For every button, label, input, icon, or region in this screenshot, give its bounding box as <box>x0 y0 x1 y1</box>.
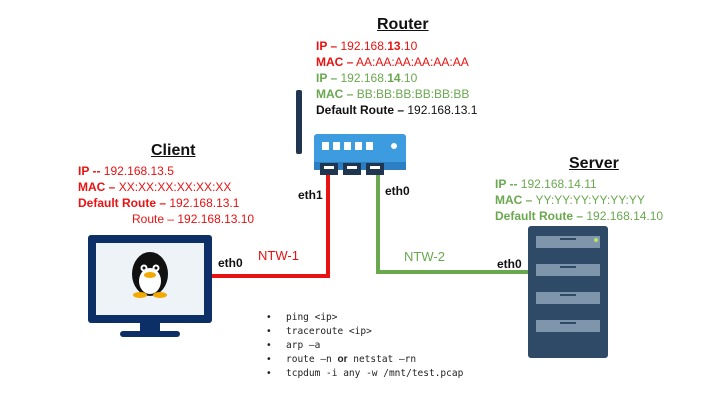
ntw1-label: NTW-1 <box>258 248 299 263</box>
command-item: •ping <ip> <box>266 312 338 323</box>
server-eth0-label: eth0 <box>497 257 522 271</box>
client-eth0-label: eth0 <box>218 256 243 270</box>
router-icon <box>296 90 406 175</box>
server-info: IP -- 192.168.14.11 MAC – YY:YY:YY:YY:YY… <box>495 176 663 224</box>
client-route: Route – 192.168.13.10 <box>132 212 255 226</box>
client-monitor-icon <box>88 235 212 337</box>
command-item: •arp –a <box>266 340 321 351</box>
router-eth1-label: eth1 <box>298 188 323 202</box>
router-title: Router <box>377 16 429 33</box>
linux-penguin-icon <box>132 252 168 298</box>
server-default-route: Default Route – 192.168.14.10 <box>495 209 664 223</box>
router-eth0-label: eth0 <box>385 184 410 198</box>
command-item: •route –n or netstat –rn <box>266 354 417 365</box>
ntw2-link <box>376 172 528 274</box>
ntw2-label: NTW-2 <box>404 249 445 264</box>
command-list: •ping <ip> •traceroute <ip> •arp –a •rou… <box>266 311 463 381</box>
client-ip: IP -- 192.168.13.5 <box>78 164 174 178</box>
router-ip-2: IP – 192.168.14.10 <box>316 71 418 85</box>
client-info: IP -- 192.168.13.5 MAC – XX:XX:XX:XX:XX:… <box>78 163 254 227</box>
router-mac-2: MAC – BB:BB:BB:BB:BB:BB <box>316 87 470 101</box>
client-title: Client <box>151 142 196 159</box>
server-title: Server <box>569 155 619 172</box>
command-item: •traceroute <ip> <box>266 326 372 337</box>
client-mac: MAC – XX:XX:XX:XX:XX:XX <box>78 180 232 194</box>
server-mac: MAC – YY:YY:YY:YY:YY:YY <box>495 193 645 207</box>
router-ip-1: IP – 192.168.13.10 <box>316 39 418 53</box>
server-rack-icon <box>528 226 608 358</box>
router-mac-1: MAC – AA:AA:AA:AA:AA:AA <box>316 55 469 69</box>
router-info: IP – 192.168.13.10 MAC – AA:AA:AA:AA:AA:… <box>316 38 477 118</box>
router-default-route: Default Route – 192.168.13.1 <box>316 103 478 117</box>
client-default-route: Default Route – 192.168.13.1 <box>78 196 240 210</box>
server-ip: IP -- 192.168.14.11 <box>495 177 597 191</box>
ntw1-link <box>212 172 330 278</box>
command-item: •tcpdum -i any -w /mnt/test.pcap <box>266 368 464 379</box>
